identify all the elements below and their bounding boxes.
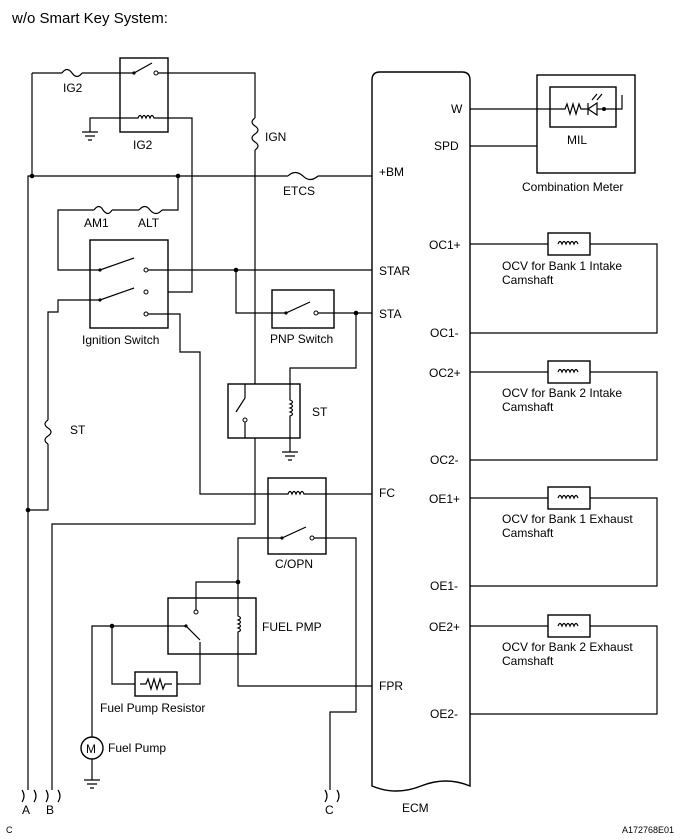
ig2-relay-coil-icon bbox=[120, 114, 168, 120]
wire-star-pnp bbox=[235, 270, 272, 314]
ecm-label: ECM bbox=[402, 801, 429, 815]
etcs-fuse-icon bbox=[287, 171, 319, 181]
wire-left-bus bbox=[27, 73, 33, 790]
combination-meter-label: Combination Meter bbox=[522, 180, 623, 194]
st-fuse-icon bbox=[44, 419, 52, 445]
ecm-pin-oe2m: OE2- bbox=[430, 707, 458, 721]
st-fuse-label: ST bbox=[70, 423, 86, 437]
fuel-pump-ground-icon bbox=[84, 759, 100, 789]
ocv-coil-icon bbox=[557, 622, 579, 628]
am1-fuse-icon bbox=[93, 205, 113, 215]
wire-fuel-pump bbox=[91, 625, 180, 738]
ecm-pin-star: STAR bbox=[379, 264, 410, 278]
ecm-pin-oe2p: OE2+ bbox=[429, 620, 460, 634]
ecm-pin-fpr: FPR bbox=[379, 679, 403, 693]
fuel-pmp-relay-label: FUEL PMP bbox=[262, 620, 322, 634]
connector-c-label: C bbox=[325, 803, 334, 817]
copn-relay-coil-icon bbox=[268, 490, 326, 496]
connector-a-label: A bbox=[22, 803, 30, 817]
mil-label: MIL bbox=[567, 133, 587, 147]
fuel-pump-motor-symbol: M bbox=[86, 742, 96, 756]
fuel-pmp-relay: FUEL PMP bbox=[167, 597, 322, 655]
fuel-pump: M Fuel Pump bbox=[80, 736, 166, 789]
ecm-pin-oc2p: OC2+ bbox=[429, 366, 461, 380]
copn-relay: C/OPN bbox=[267, 477, 327, 571]
ecm-pin-oc2m: OC2- bbox=[430, 453, 459, 467]
am1-fuse-label: AM1 bbox=[84, 216, 109, 230]
page-marker: C bbox=[6, 825, 13, 835]
fuel-pump-resistor-label: Fuel Pump Resistor bbox=[100, 701, 205, 715]
st-relay-label: ST bbox=[312, 405, 328, 419]
wire-ig-left bbox=[47, 299, 90, 420]
ecm-pin-spd: SPD bbox=[434, 139, 459, 153]
wire-ig2-coil-ig bbox=[148, 117, 193, 293]
ign-fuse-icon bbox=[251, 117, 259, 151]
ecm-pin-oe1m: OE1- bbox=[430, 579, 458, 593]
ig2-fuse-label: IG2 bbox=[63, 81, 83, 95]
ecm-unit: ECM W SPD +BM STAR STA FC FPR OC1+ OC1- … bbox=[371, 71, 471, 815]
ecm-pin-sta: STA bbox=[379, 307, 401, 321]
wire-resistor-branch bbox=[111, 626, 201, 685]
wire-oe2 bbox=[470, 625, 658, 715]
connector-b-label: B bbox=[46, 803, 54, 817]
wire-fpr bbox=[237, 654, 372, 687]
ign-fuse-label: IGN bbox=[265, 130, 286, 144]
ecm-pin-oc1p: OC1+ bbox=[429, 238, 461, 252]
ignition-switch: Ignition Switch bbox=[82, 239, 169, 347]
wire-ig2-out bbox=[51, 72, 256, 790]
connector-b-mark bbox=[45, 789, 61, 803]
fuel-pmp-relay-coil-icon bbox=[236, 598, 242, 654]
wire-copn-right bbox=[326, 537, 357, 790]
pnp-switch-label: PNP Switch bbox=[270, 332, 333, 346]
wire-oc1 bbox=[470, 243, 658, 334]
pnp-switch: PNP Switch bbox=[270, 289, 335, 346]
st-relay-coil-icon bbox=[288, 384, 294, 438]
combination-meter: MIL Combination Meter bbox=[522, 74, 636, 194]
wire-ig2-coil-ground bbox=[82, 117, 120, 141]
figure-code: A172768E01 bbox=[622, 825, 674, 835]
ocv-coil-icon bbox=[557, 240, 579, 246]
wire-ig-st bbox=[148, 313, 268, 495]
mil-resistor-icon bbox=[557, 101, 588, 117]
ig2-relay: IG2 bbox=[119, 57, 169, 152]
ocv-coil-icon bbox=[557, 368, 579, 374]
wire-am1-alt bbox=[57, 176, 179, 271]
copn-relay-label: C/OPN bbox=[275, 557, 313, 571]
ecm-pin-oc1m: OC1- bbox=[430, 326, 459, 340]
st-relay: ST bbox=[227, 383, 328, 439]
wire-st-relay-ground bbox=[282, 438, 298, 461]
fuel-pump-label: Fuel Pump bbox=[108, 741, 166, 755]
etcs-fuse-label: ETCS bbox=[283, 184, 315, 198]
wire-sta-st-relay bbox=[289, 313, 357, 384]
ecm-pin-w: W bbox=[451, 102, 463, 116]
wire-oc2 bbox=[470, 371, 658, 461]
connector-c-mark bbox=[324, 789, 340, 803]
diagram-title: w/o Smart Key System: bbox=[11, 10, 168, 27]
ig2-fuse-icon bbox=[61, 68, 83, 78]
ignition-switch-label: Ignition Switch bbox=[82, 333, 159, 347]
alt-fuse-label: ALT bbox=[138, 216, 160, 230]
wire-w bbox=[470, 95, 623, 110]
ecm-pin-bm: +BM bbox=[379, 165, 404, 179]
alt-fuse-icon bbox=[138, 205, 163, 215]
ig2-relay-label: IG2 bbox=[133, 138, 153, 152]
connector-a-mark bbox=[21, 789, 37, 803]
ecm-pin-oe1p: OE1+ bbox=[429, 492, 460, 506]
ocv-coil-icon bbox=[557, 494, 579, 500]
wire-st-fuse-down bbox=[28, 444, 49, 511]
ecm-pin-fc: FC bbox=[379, 486, 395, 500]
resistor-icon bbox=[140, 676, 172, 692]
fuel-pump-resistor: Fuel Pump Resistor bbox=[100, 671, 205, 715]
wire-oe1 bbox=[470, 497, 658, 587]
wire-copn-out bbox=[195, 537, 268, 598]
